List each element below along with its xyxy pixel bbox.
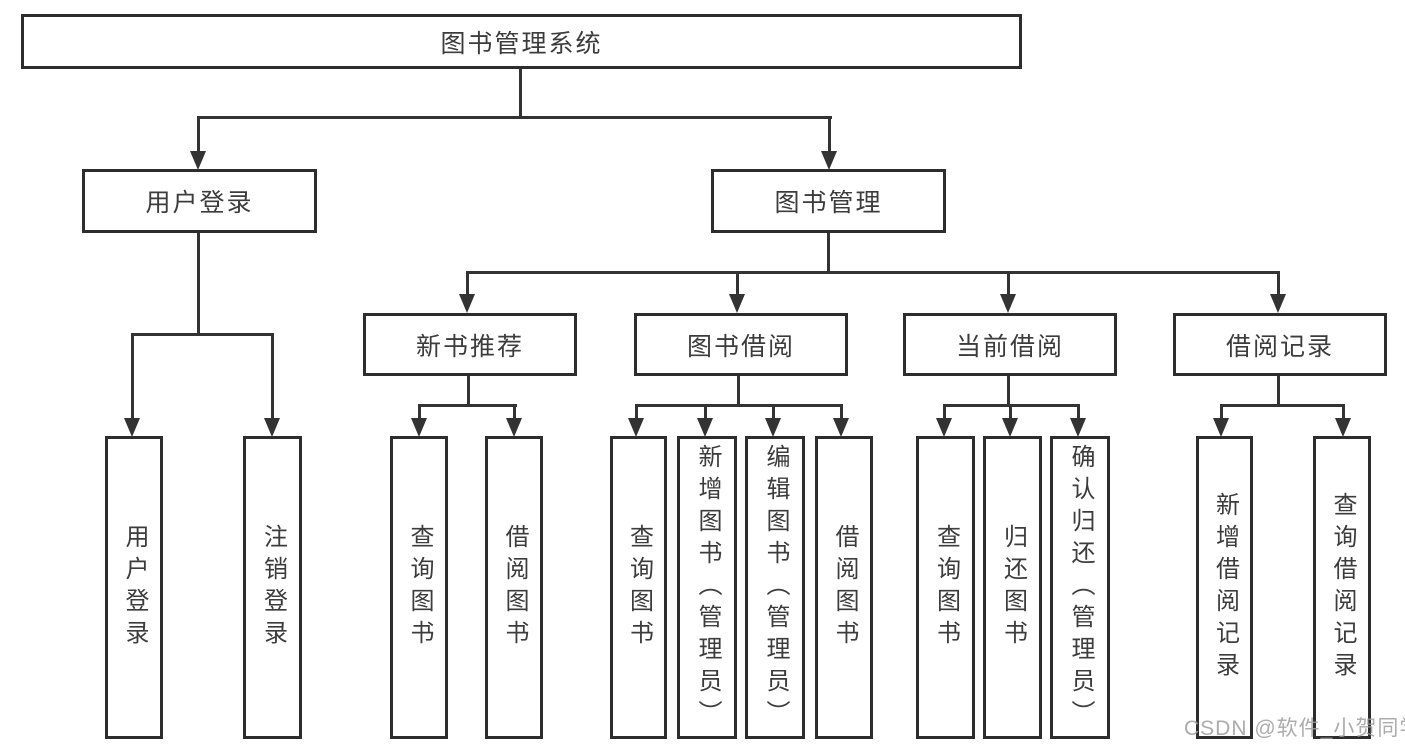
node-leaf-user-login-label: 用户登录 xyxy=(121,523,148,652)
node-leaf-cb-return: 归还图书 xyxy=(983,436,1042,739)
node-leaf-bb-edit-label: 编辑图书（管理员） xyxy=(762,443,789,732)
node-user-login: 用户登录 xyxy=(82,169,317,233)
node-leaf-logout-label: 注销登录 xyxy=(259,523,287,652)
edge-to-cb-return xyxy=(1009,404,1012,420)
edge-level3-branch xyxy=(466,271,1280,274)
edge-to-borrow-records xyxy=(1277,271,1280,296)
arrowhead-cb-return xyxy=(1002,418,1018,437)
edge-to-bb-edit xyxy=(772,404,775,420)
arrowhead-user-login xyxy=(190,151,206,170)
arrowhead-borrow-records xyxy=(1270,294,1286,313)
node-leaf-bb-search: 查询图书 xyxy=(610,436,667,739)
node-leaf-br-search: 查询借阅记录 xyxy=(1313,436,1371,739)
arrowhead-bb-search xyxy=(628,418,644,437)
arrowhead-nbr-borrow xyxy=(506,418,522,437)
node-borrow-records: 借阅记录 xyxy=(1173,313,1387,376)
arrowhead-new-book-rec xyxy=(459,294,475,313)
edge-to-leaf-logout xyxy=(271,333,274,418)
edge-to-br-search xyxy=(1342,404,1345,420)
arrowhead-book-mgmt xyxy=(821,151,837,170)
node-borrow-records-label: 借阅记录 xyxy=(1225,332,1334,361)
node-leaf-nbr-borrow: 借阅图书 xyxy=(485,436,543,739)
node-leaf-bb-add: 新增图书（管理员） xyxy=(677,436,737,739)
node-leaf-br-search-label: 查询借阅记录 xyxy=(1329,491,1356,684)
edge-new-book-rec-branch xyxy=(418,404,517,407)
arrowhead-leaf-logout xyxy=(264,418,280,437)
edge-to-new-book-rec xyxy=(466,271,469,296)
edge-to-bb-borrow xyxy=(840,404,843,420)
node-leaf-nbr-borrow-label: 借阅图书 xyxy=(501,523,528,652)
edge-level2-branch xyxy=(197,116,832,119)
node-book-mgmt-label: 图书管理 xyxy=(774,189,883,217)
edge-book-mgmt-stem xyxy=(827,233,830,273)
node-leaf-cb-search: 查询图书 xyxy=(916,436,975,739)
node-leaf-logout: 注销登录 xyxy=(243,436,302,739)
node-leaf-cb-confirm-label: 确认归还（管理员） xyxy=(1067,443,1094,732)
arrowhead-bb-borrow xyxy=(833,418,849,437)
edge-to-leaf-login xyxy=(131,333,134,418)
edge-borrow-records-branch xyxy=(1220,404,1345,407)
edge-to-bb-search xyxy=(635,404,638,420)
arrowhead-br-add xyxy=(1213,418,1229,437)
node-leaf-bb-search-label: 查询图书 xyxy=(625,523,653,652)
edge-user-login-stem xyxy=(197,233,200,336)
edge-to-user-login xyxy=(197,116,200,152)
node-leaf-br-add: 新增借阅记录 xyxy=(1196,436,1253,739)
node-leaf-br-add-label: 新增借阅记录 xyxy=(1211,491,1239,684)
node-current-borrow: 当前借阅 xyxy=(903,313,1117,376)
edge-book-borrow-branch xyxy=(635,404,843,407)
arrowhead-current-borrow xyxy=(1000,294,1016,313)
edge-current-borrow-stem xyxy=(1007,376,1010,407)
node-leaf-nbr-search-label: 查询图书 xyxy=(406,523,433,652)
arrowhead-leaf-login xyxy=(124,418,140,437)
edge-new-book-rec-stem xyxy=(467,376,470,407)
edge-user-login-branch xyxy=(131,333,274,336)
csdn-watermark: CSDN @软件_小贺同学 xyxy=(1184,717,1405,740)
node-book-borrow-label: 图书借阅 xyxy=(686,332,795,361)
arrowhead-nbr-search xyxy=(411,418,427,437)
node-new-book-rec: 新书推荐 xyxy=(363,313,577,376)
node-leaf-nbr-search: 查询图书 xyxy=(390,436,448,739)
node-root: 图书管理系统 xyxy=(21,14,1022,69)
node-leaf-bb-borrow: 借阅图书 xyxy=(815,436,873,739)
edge-to-nbr-search xyxy=(418,404,421,420)
node-leaf-bb-add-label: 新增图书（管理员） xyxy=(694,443,721,732)
edge-borrow-records-stem xyxy=(1277,376,1280,407)
node-leaf-bb-edit: 编辑图书（管理员） xyxy=(745,436,805,739)
edge-to-cb-confirm xyxy=(1077,404,1080,420)
edge-to-nbr-borrow xyxy=(513,404,516,420)
node-leaf-cb-confirm: 确认归还（管理员） xyxy=(1050,436,1110,739)
node-leaf-bb-borrow-label: 借阅图书 xyxy=(831,523,858,652)
node-root-label: 图书管理系统 xyxy=(440,29,603,58)
arrowhead-bb-edit xyxy=(765,418,781,437)
node-leaf-cb-search-label: 查询图书 xyxy=(932,523,960,652)
edge-book-borrow-stem xyxy=(737,376,740,407)
arrowhead-cb-search xyxy=(936,418,952,437)
arrowhead-book-borrow xyxy=(729,294,745,313)
node-book-mgmt: 图书管理 xyxy=(711,169,946,233)
edge-to-bb-add xyxy=(704,404,707,420)
node-user-login-label: 用户登录 xyxy=(145,189,254,217)
node-leaf-cb-return-label: 归还图书 xyxy=(999,523,1027,652)
edge-to-book-borrow xyxy=(736,271,739,296)
node-book-borrow: 图书借阅 xyxy=(634,313,848,376)
node-leaf-user-login: 用户登录 xyxy=(105,436,163,739)
edge-to-br-add xyxy=(1220,404,1223,420)
arrowhead-bb-add xyxy=(697,418,713,437)
node-current-borrow-label: 当前借阅 xyxy=(955,332,1064,361)
arrowhead-cb-confirm xyxy=(1070,418,1086,437)
arrowhead-br-search xyxy=(1335,418,1351,437)
edge-root-stem xyxy=(519,69,522,118)
edge-to-cb-search xyxy=(943,404,946,420)
edge-to-book-mgmt xyxy=(828,116,831,152)
edge-to-current-borrow xyxy=(1007,271,1010,296)
node-new-book-rec-label: 新书推荐 xyxy=(415,332,524,361)
